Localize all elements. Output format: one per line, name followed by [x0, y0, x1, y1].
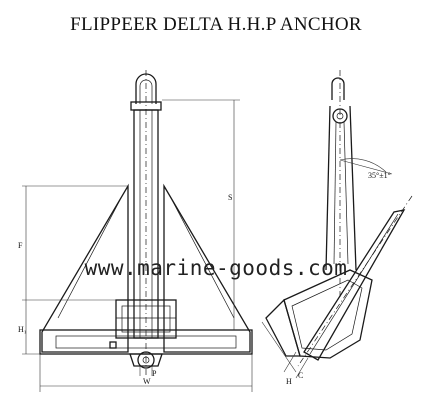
label-c: C — [298, 371, 303, 380]
front-view — [22, 70, 253, 392]
left-fluke — [41, 183, 129, 353]
crown-ring — [137, 351, 155, 369]
label-s: S — [228, 193, 232, 202]
side-view — [261, 70, 413, 379]
label-h: H — [286, 377, 292, 386]
side-fluke — [303, 209, 406, 361]
watermark: www.marine-goods.com — [84, 256, 348, 280]
label-h1: H₁ — [18, 325, 27, 334]
label-angle: 35°±1° — [368, 171, 391, 180]
label-f: F — [18, 241, 23, 250]
crown — [115, 299, 177, 339]
page-title: FLIPPEER DELTA H.H.P ANCHOR — [70, 14, 362, 35]
right-fluke — [163, 183, 251, 353]
label-w: W — [143, 377, 151, 386]
label-p: P — [152, 369, 157, 378]
side-shackle — [331, 77, 345, 100]
angle-arc — [339, 158, 387, 173]
side-shank — [325, 105, 331, 271]
